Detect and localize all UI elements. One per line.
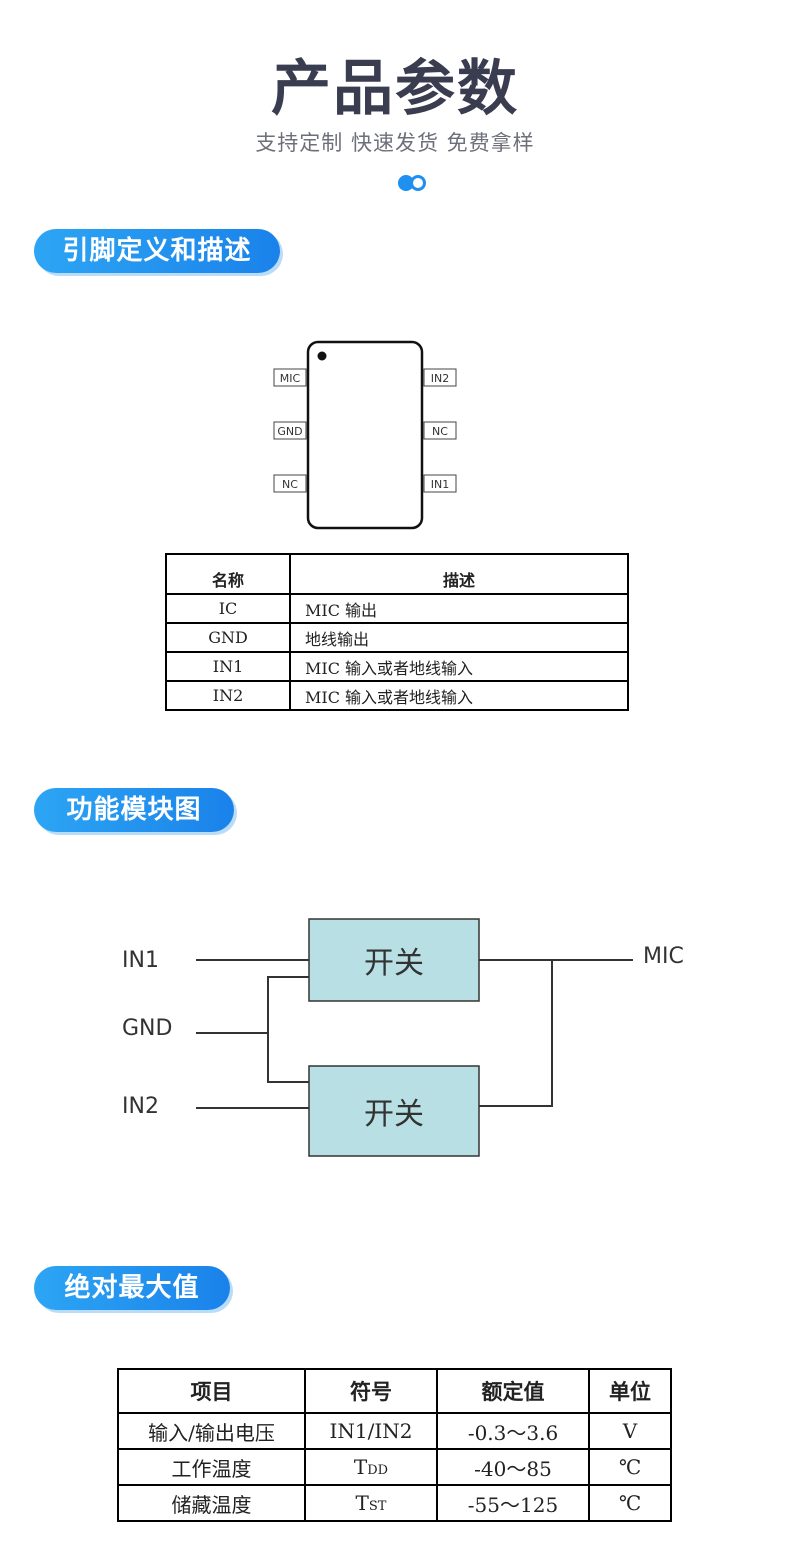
pin-table-header-name: 名称 (165, 553, 291, 595)
input-label-gnd: GND (122, 1016, 172, 1041)
switch-label-top: 开关 (364, 946, 424, 981)
pin-name: IN1 (165, 651, 291, 682)
package-pinout-diagram: MIC GND NC IN2 NC IN1 (273, 340, 457, 530)
table-row: IC MIC 输出 (165, 593, 629, 624)
section-absolute-max: 绝对最大值 (34, 1266, 230, 1310)
table-row: 工作温度 TDD -40～85 ℃ (117, 1448, 672, 1486)
pin-name: IN2 (165, 680, 291, 711)
abs-value: -55～125 (436, 1484, 590, 1522)
page-title: 产品参数 (271, 54, 519, 124)
pin-name: IC (165, 593, 291, 624)
abs-header-symbol: 符号 (304, 1368, 438, 1414)
abs-unit: ℃ (588, 1448, 672, 1486)
decorative-dots-icon (398, 175, 428, 191)
pin-name: GND (165, 622, 291, 653)
abs-item: 输入/输出电压 (117, 1412, 306, 1450)
output-label-mic: MIC (643, 944, 684, 969)
pin-desc: MIC 输入或者地线输入 (289, 651, 629, 682)
abs-header-rating: 额定值 (436, 1368, 590, 1414)
table-row: IN2 MIC 输入或者地线输入 (165, 680, 629, 711)
pin-left-1: MIC (280, 372, 301, 385)
abs-value: -40～85 (436, 1448, 590, 1486)
abs-symbol: TST (304, 1484, 438, 1522)
abs-value: -0.3～3.6 (436, 1412, 590, 1450)
pin-desc: 地线输出 (289, 622, 629, 653)
table-row: IN1 MIC 输入或者地线输入 (165, 651, 629, 682)
pin-right-3: IN1 (431, 478, 449, 491)
input-label-in2: IN2 (122, 1094, 159, 1119)
function-block-diagram: 开关 开关 IN1 GND IN2 MIC (122, 918, 684, 1157)
table-row: 输入/输出电压 IN1/IN2 -0.3～3.6 V (117, 1412, 672, 1450)
pin-right-1: IN2 (431, 372, 449, 385)
page-subtitle: 支持定制 快速发货 免费拿样 (255, 131, 535, 155)
abs-symbol: TDD (304, 1448, 438, 1486)
abs-unit: V (588, 1412, 672, 1450)
input-label-in1: IN1 (122, 948, 159, 973)
abs-symbol: IN1/IN2 (304, 1412, 438, 1450)
pin-left-2: GND (277, 425, 302, 438)
abs-item: 工作温度 (117, 1448, 306, 1486)
pin-desc: MIC 输出 (289, 593, 629, 624)
pin-right-2: NC (432, 425, 448, 438)
abs-header-unit: 单位 (588, 1368, 672, 1414)
switch-label-bottom: 开关 (364, 1097, 424, 1132)
section-pin-definition: 引脚定义和描述 (34, 229, 280, 273)
absolute-max-table: 项目 符号 额定值 单位 输入/输出电压 IN1/IN2 -0.3～3.6 V … (117, 1368, 672, 1522)
abs-header-item: 项目 (117, 1368, 306, 1414)
abs-unit: ℃ (588, 1484, 672, 1522)
pin-desc: MIC 输入或者地线输入 (289, 680, 629, 711)
pin-left-3: NC (282, 478, 298, 491)
pin-description-table: 名称 描述 IC MIC 输出 GND 地线输出 IN1 MIC 输入或者地线输… (165, 553, 629, 711)
section-block-diagram: 功能模块图 (34, 788, 234, 832)
table-row: 储藏温度 TST -55～125 ℃ (117, 1484, 672, 1522)
table-row: GND 地线输出 (165, 622, 629, 653)
pin-table-header-desc: 描述 (289, 553, 629, 595)
abs-item: 储藏温度 (117, 1484, 306, 1522)
